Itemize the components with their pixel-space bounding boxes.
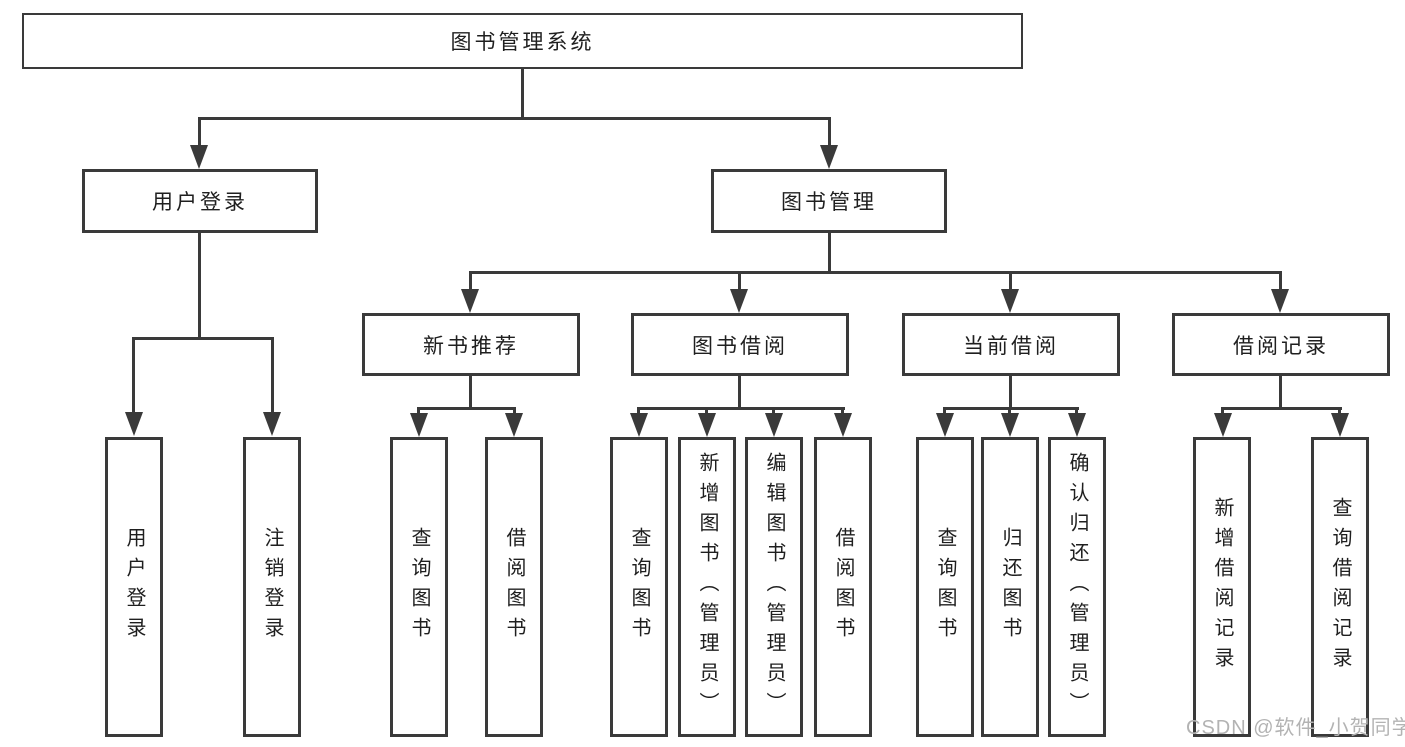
- node-root: 图书管理系统: [22, 13, 1023, 69]
- leaf-edit-books-admin-label: 编辑图书（管理员）: [763, 452, 785, 722]
- connector-bookborrow-drop-2: [705, 407, 708, 415]
- leaf-query-books-recommend-label: 查询图书: [408, 527, 430, 647]
- connector-currentborrow-hline: [943, 407, 1079, 410]
- connector-newbook-drop-2: [513, 407, 516, 415]
- arrow-down-icon: [698, 413, 716, 437]
- connector-currentborrow-drop-1: [943, 407, 946, 415]
- arrow-down-icon: [1271, 289, 1289, 313]
- arrow-down-icon: [461, 289, 479, 313]
- leaf-query-borrow-record-label: 查询借阅记录: [1329, 497, 1351, 677]
- leaf-add-borrow-record-label: 新增借阅记录: [1211, 497, 1233, 677]
- leaf-add-books-admin-label: 新增图书（管理员）: [696, 452, 718, 722]
- connector-bookborrow-stem: [738, 376, 741, 407]
- leaf-query-books-borrow: 查询图书: [610, 437, 668, 737]
- leaf-return-books-label: 归还图书: [999, 527, 1021, 647]
- arrow-down-icon: [505, 413, 523, 437]
- connector-userlogin-drop-2: [271, 337, 274, 414]
- connector-bookmgmt-drop-1: [469, 271, 472, 291]
- node-user-login: 用户登录: [82, 169, 318, 233]
- leaf-return-books: 归还图书: [981, 437, 1039, 737]
- node-book-borrow-label: 图书借阅: [692, 334, 788, 358]
- connector-bookmgmt-drop-4: [1279, 271, 1282, 291]
- node-borrow-records: 借阅记录: [1172, 313, 1390, 376]
- connector-newbook-stem: [469, 376, 472, 407]
- arrow-down-icon: [936, 413, 954, 437]
- leaf-user-login-label: 用户登录: [123, 527, 145, 647]
- arrow-down-icon: [125, 412, 143, 436]
- connector-records-drop-2: [1338, 407, 1341, 415]
- node-book-management-label: 图书管理: [781, 191, 877, 214]
- connector-userlogin-hline: [132, 337, 274, 340]
- arrow-down-icon: [834, 413, 852, 437]
- connector-records-drop-1: [1221, 407, 1224, 415]
- connector-bookmgmt-stem: [828, 233, 831, 271]
- csdn-watermark: CSDN @软件_小贺同学: [1186, 717, 1405, 739]
- arrow-down-icon: [1331, 413, 1349, 437]
- leaf-query-books-borrow-label: 查询图书: [628, 527, 650, 647]
- leaf-borrow-books: 借阅图书: [814, 437, 872, 737]
- connector-l1-hline: [198, 117, 831, 120]
- leaf-borrow-books-recommend: 借阅图书: [485, 437, 543, 737]
- node-book-management: 图书管理: [711, 169, 947, 233]
- arrow-down-icon: [410, 413, 428, 437]
- leaf-borrow-books-recommend-label: 借阅图书: [503, 527, 525, 647]
- leaf-logout: 注销登录: [243, 437, 301, 737]
- connector-bookborrow-drop-4: [841, 407, 844, 415]
- connector-bookmgmt-hline: [469, 271, 1282, 274]
- node-user-login-label: 用户登录: [152, 191, 248, 214]
- arrow-down-icon: [1001, 289, 1019, 313]
- leaf-add-borrow-record: 新增借阅记录: [1193, 437, 1251, 737]
- leaf-query-books-current: 查询图书: [916, 437, 974, 737]
- connector-userlogin-stem: [198, 233, 201, 337]
- connector-bookmgmt-drop-3: [1009, 271, 1012, 291]
- connector-currentborrow-drop-3: [1075, 407, 1078, 415]
- node-borrow-records-label: 借阅记录: [1233, 334, 1329, 358]
- connector-bookborrow-drop-1: [637, 407, 640, 415]
- connector-currentborrow-drop-2: [1008, 407, 1011, 415]
- arrow-down-icon: [263, 412, 281, 436]
- leaf-logout-label: 注销登录: [261, 527, 283, 647]
- connector-records-stem: [1279, 376, 1282, 407]
- arrow-down-icon: [190, 145, 208, 169]
- node-current-borrow: 当前借阅: [902, 313, 1120, 376]
- arrow-down-icon: [820, 145, 838, 169]
- connector-records-hline: [1221, 407, 1342, 410]
- arrow-down-icon: [765, 413, 783, 437]
- connector-l1-drop-right: [828, 117, 831, 147]
- connector-bookborrow-drop-3: [772, 407, 775, 415]
- arrow-down-icon: [1001, 413, 1019, 437]
- connector-bookmgmt-drop-2: [738, 271, 741, 291]
- connector-currentborrow-stem: [1009, 376, 1012, 407]
- node-current-borrow-label: 当前借阅: [963, 334, 1059, 358]
- node-book-borrow: 图书借阅: [631, 313, 849, 376]
- leaf-query-books-recommend: 查询图书: [390, 437, 448, 737]
- arrow-down-icon: [1214, 413, 1232, 437]
- arrow-down-icon: [730, 289, 748, 313]
- leaf-confirm-return-admin-label: 确认归还（管理员）: [1066, 452, 1088, 722]
- leaf-edit-books-admin: 编辑图书（管理员）: [745, 437, 803, 737]
- node-root-label: 图书管理系统: [450, 31, 595, 54]
- leaf-query-books-current-label: 查询图书: [934, 527, 956, 647]
- connector-newbook-hline: [417, 407, 516, 410]
- leaf-add-books-admin: 新增图书（管理员）: [678, 437, 736, 737]
- arrow-down-icon: [1068, 413, 1086, 437]
- node-new-book-recommend-label: 新书推荐: [423, 334, 519, 358]
- leaf-user-login: 用户登录: [105, 437, 163, 737]
- connector-bookborrow-hline: [637, 407, 845, 410]
- connector-newbook-drop-1: [417, 407, 420, 415]
- connector-root-stem: [521, 69, 524, 117]
- connector-userlogin-drop-1: [132, 337, 135, 414]
- connector-l1-drop-left: [198, 117, 201, 147]
- leaf-confirm-return-admin: 确认归还（管理员）: [1048, 437, 1106, 737]
- leaf-query-borrow-record: 查询借阅记录: [1311, 437, 1369, 737]
- leaf-borrow-books-label: 借阅图书: [832, 527, 854, 647]
- node-new-book-recommend: 新书推荐: [362, 313, 580, 376]
- arrow-down-icon: [630, 413, 648, 437]
